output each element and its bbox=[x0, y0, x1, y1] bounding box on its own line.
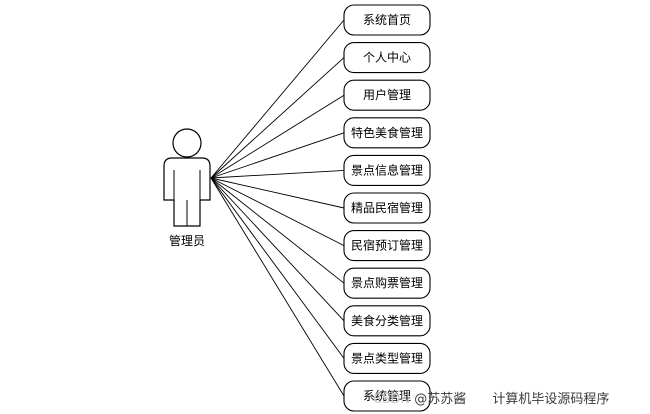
use-case-node: 系统管理 bbox=[343, 380, 431, 412]
association-line bbox=[210, 177, 345, 284]
association-line bbox=[210, 132, 345, 179]
association-line bbox=[210, 19, 345, 179]
association-lines bbox=[210, 19, 345, 397]
association-line bbox=[210, 94, 345, 179]
use-case-node: 系统首页 bbox=[343, 4, 431, 36]
association-line bbox=[210, 177, 345, 209]
use-case-node: 民宿预订管理 bbox=[343, 230, 431, 262]
actor-head-icon bbox=[172, 128, 202, 158]
use-case-node: 景点类型管理 bbox=[343, 342, 431, 374]
actor-label: 管理员 bbox=[169, 233, 205, 248]
use-case-box bbox=[343, 267, 431, 299]
use-case-box bbox=[343, 4, 431, 36]
use-case-node: 景点信息管理 bbox=[343, 154, 431, 186]
use-case-label: 个人中心 bbox=[363, 50, 411, 65]
use-case-box bbox=[343, 192, 431, 224]
watermark-channel: 计算机毕设源码程序 bbox=[492, 392, 610, 407]
watermark-author: @苏苏酱 bbox=[414, 392, 467, 407]
use-case-node: 用户管理 bbox=[343, 79, 431, 111]
use-case-box bbox=[343, 42, 431, 74]
use-case-box bbox=[343, 230, 431, 262]
use-case-box bbox=[343, 342, 431, 374]
use-case-node: 景点购票管理 bbox=[343, 267, 431, 299]
use-case-label: 用户管理 bbox=[363, 87, 411, 102]
use-case-node: 个人中心 bbox=[343, 42, 431, 74]
use-case-label: 系统首页 bbox=[363, 13, 411, 27]
use-case-node: 精品民宿管理 bbox=[343, 192, 431, 224]
actor-body-icon bbox=[163, 157, 211, 227]
association-line bbox=[210, 57, 345, 179]
use-case-list: 系统首页个人中心用户管理特色美食管理景点信息管理精品民宿管理民宿预订管理景点购票… bbox=[343, 4, 431, 412]
use-case-label: 景点信息管理 bbox=[351, 162, 423, 177]
association-line bbox=[210, 177, 345, 397]
association-line bbox=[210, 169, 345, 179]
watermark: CSDN @苏苏酱 计算机毕设源码程序 bbox=[373, 388, 609, 407]
use-case-node: 美食分类管理 bbox=[343, 305, 431, 337]
association-line bbox=[210, 177, 345, 359]
use-case-node: 特色美食管理 bbox=[343, 117, 431, 149]
use-case-box bbox=[343, 380, 431, 412]
use-case-label: 景点购票管理 bbox=[351, 275, 423, 290]
use-case-label: 民宿预订管理 bbox=[351, 238, 423, 253]
association-line bbox=[210, 177, 345, 247]
use-case-label: 景点类型管理 bbox=[351, 350, 423, 365]
use-case-label: 美食分类管理 bbox=[351, 313, 423, 328]
watermark-site: CSDN bbox=[373, 392, 411, 407]
association-line bbox=[210, 177, 345, 322]
use-case-box bbox=[343, 117, 431, 149]
use-case-label: 特色美食管理 bbox=[351, 125, 423, 140]
use-case-box bbox=[343, 154, 431, 186]
admin-actor: 管理员 bbox=[163, 128, 211, 248]
use-case-label: 精品民宿管理 bbox=[351, 200, 423, 215]
use-case-box bbox=[343, 79, 431, 111]
use-case-box bbox=[343, 305, 431, 337]
use-case-label: 系统管理 bbox=[363, 388, 411, 403]
